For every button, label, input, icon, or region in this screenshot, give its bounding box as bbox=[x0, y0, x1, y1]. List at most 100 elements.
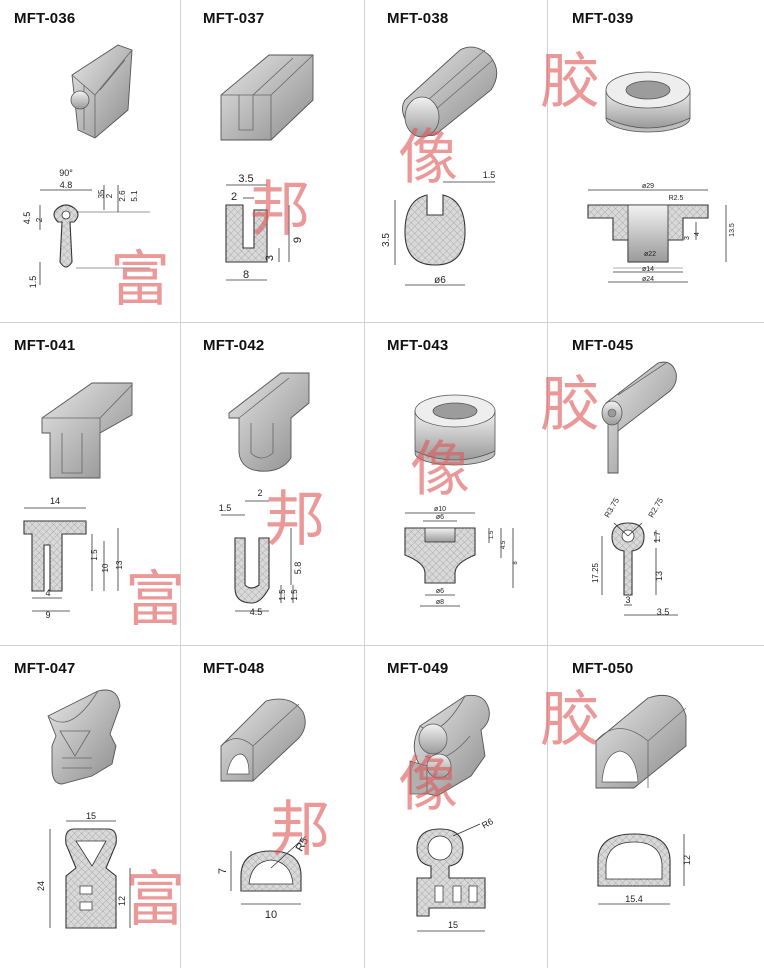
profile-hatch bbox=[65, 829, 117, 928]
product-3d-render bbox=[47, 689, 121, 785]
dimension-label: 24 bbox=[36, 881, 46, 891]
dimension-label: 8 bbox=[243, 269, 249, 281]
product-code: MFT-043 bbox=[387, 337, 449, 354]
profile-hole bbox=[452, 885, 462, 903]
dimension-label: ø8 bbox=[436, 599, 444, 606]
dimension-label: 5.8 bbox=[293, 562, 303, 575]
product-code: MFT-047 bbox=[14, 660, 76, 677]
profile-hole bbox=[79, 885, 93, 895]
product-code: MFT-039 bbox=[572, 10, 634, 27]
product-code: MFT-050 bbox=[572, 660, 634, 677]
render-edge bbox=[434, 59, 494, 111]
profile-hatch bbox=[405, 195, 465, 265]
dimension-label: 1.5 bbox=[278, 589, 287, 601]
render-edge bbox=[61, 433, 83, 474]
dimension-label: R3.75 bbox=[603, 496, 622, 519]
product-drawing: 1.53.5ø6 bbox=[381, 46, 498, 286]
profile-hole bbox=[468, 885, 478, 903]
dimension-label: 8 bbox=[513, 561, 519, 565]
product-code: MFT-041 bbox=[14, 337, 76, 354]
profile-hole bbox=[75, 840, 107, 867]
dimension-label: 5.1 bbox=[130, 190, 139, 202]
product-code: MFT-038 bbox=[387, 10, 449, 27]
dimension-label: R6 bbox=[480, 816, 495, 830]
profile-hole bbox=[79, 901, 93, 911]
dimension-label: 10 bbox=[265, 909, 277, 921]
dimension-label: ø6 bbox=[434, 275, 446, 286]
grid-divider bbox=[0, 645, 764, 646]
dimension-line bbox=[270, 835, 307, 869]
product-3d-render bbox=[41, 382, 133, 479]
grid-divider bbox=[547, 0, 548, 968]
profile-hatch bbox=[405, 528, 475, 583]
dimension-label: 15.4 bbox=[625, 894, 643, 904]
render-edge bbox=[617, 362, 667, 396]
dimension-label: 10 bbox=[101, 563, 110, 572]
render-edge bbox=[220, 738, 254, 781]
dimension-label: 3 bbox=[264, 255, 276, 261]
dimension-label: R2.75 bbox=[647, 496, 666, 519]
render-edge bbox=[99, 59, 126, 91]
profile-bore bbox=[424, 527, 456, 543]
dimension-label: ø6 bbox=[436, 514, 444, 521]
dimension-label: R5 bbox=[294, 835, 311, 853]
profile-hole bbox=[434, 885, 444, 903]
dimension-label: 2 bbox=[231, 191, 237, 203]
dimension-label: 90° bbox=[59, 168, 73, 178]
render-edge bbox=[427, 49, 486, 101]
dimension-label: 4.5 bbox=[250, 607, 263, 617]
render-edge bbox=[250, 423, 274, 459]
product-drawing: R6 15 bbox=[409, 694, 495, 932]
product-3d-render bbox=[70, 90, 90, 110]
render-edge bbox=[228, 372, 282, 414]
dimension-label: 4.5 bbox=[501, 540, 507, 549]
dimension-label: 4.5 bbox=[22, 212, 32, 225]
profile-hatch bbox=[417, 829, 485, 916]
render-edge bbox=[238, 377, 290, 419]
product-3d-render bbox=[228, 372, 310, 472]
profile-hatch bbox=[235, 538, 269, 603]
dimension-label: 4 bbox=[45, 588, 50, 598]
dimension-label: 15 bbox=[86, 811, 96, 821]
product-code: MFT-045 bbox=[572, 337, 634, 354]
dimension-label: 1.5 bbox=[90, 549, 99, 561]
dimension-label: 1.7 bbox=[653, 531, 662, 543]
profile-hole bbox=[605, 841, 663, 880]
profile-hole bbox=[61, 210, 71, 220]
product-3d-render bbox=[418, 723, 448, 755]
product-3d-render bbox=[601, 750, 639, 783]
profile-hole bbox=[427, 835, 453, 861]
dimension-label: 2.6 bbox=[118, 190, 127, 202]
profile-hatch bbox=[24, 521, 86, 591]
render-edge bbox=[59, 730, 91, 757]
dimension-line bbox=[613, 522, 629, 537]
dimension-label: ø29 bbox=[642, 183, 654, 190]
dimension-label: 1.5 bbox=[219, 503, 232, 513]
dimension-label: 13 bbox=[654, 571, 664, 581]
product-3d-render bbox=[426, 753, 452, 779]
dimension-label: 3.5 bbox=[238, 173, 253, 185]
dimension-label: 2 bbox=[105, 193, 114, 198]
product-3d-render bbox=[220, 54, 314, 141]
dimension-label: 15 bbox=[448, 920, 458, 930]
profile-hatch bbox=[226, 205, 267, 262]
dimension-label: ø22 bbox=[644, 251, 656, 258]
dimension-line bbox=[627, 522, 643, 537]
dimension-label: 9 bbox=[45, 610, 50, 620]
